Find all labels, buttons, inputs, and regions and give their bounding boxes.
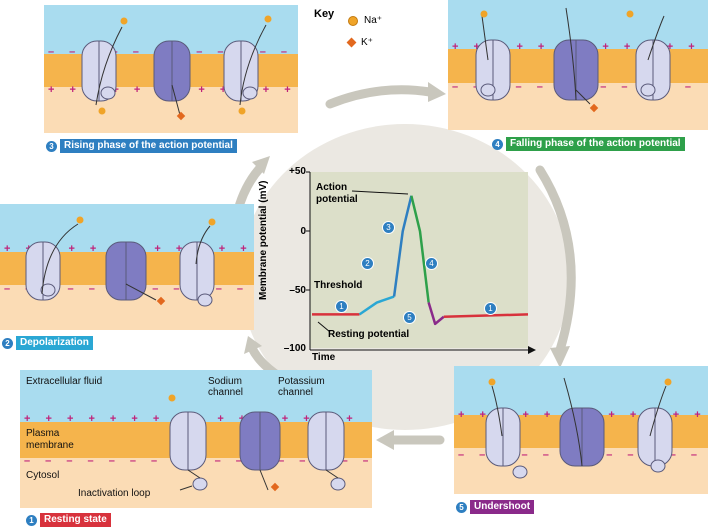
ytick-minus100: –100	[283, 343, 306, 354]
arrowhead-1-to-2	[244, 336, 262, 354]
step-number: 4	[492, 138, 503, 150]
label-cytosol: Cytosol	[26, 470, 60, 481]
caption-falling-phase: 4 Falling phase of the action potential	[492, 137, 685, 151]
caption-text: Undershoot	[470, 500, 535, 514]
panel-resting-state: + + + + + + + + + + + + + + + + + + – – …	[20, 370, 372, 508]
phase-marker-3: 3	[382, 221, 395, 234]
caption-undershoot: 5 Undershoot	[456, 500, 535, 514]
label-sodium-channel: channel	[208, 387, 244, 398]
label-membrane: membrane	[26, 440, 74, 451]
phase-marker-1: 1	[335, 300, 348, 313]
step-number: 1	[26, 514, 37, 526]
label-potassium-channel: channel	[278, 387, 314, 398]
panel-falling-phase: + + + + + + + + + + + + + + + + + + – – …	[448, 0, 708, 130]
caption-text: Resting state	[40, 513, 111, 527]
key-na: Na⁺	[348, 15, 382, 26]
key-title: Key	[314, 8, 335, 20]
ytick-0: 0	[300, 226, 306, 237]
label-extracellular-fluid: Extracellular fluid	[26, 376, 103, 387]
key-k: K⁺	[346, 37, 373, 48]
label-sodium: Sodium	[208, 376, 242, 387]
panel-rising-phase: – – – – – – – – – – – – – – – – – – + + …	[44, 5, 298, 133]
annotation-action: Action	[316, 182, 348, 193]
arrowhead-4-to-5	[550, 346, 570, 368]
panel-undershoot: + + + + + + + + + + + + + + + + + + – – …	[454, 366, 708, 494]
y-axis-label: Membrane potential (mV)	[258, 180, 269, 300]
x-axis-label: Time	[312, 352, 336, 363]
phase-marker-5: 5	[403, 311, 416, 324]
caption-resting-state: 1 Resting state	[26, 513, 111, 527]
arrowhead-3-to-4	[428, 82, 446, 102]
annotation-resting-potential: Resting potential	[328, 329, 410, 340]
arrowhead-2-to-3	[252, 156, 270, 174]
potassium-ion-icon	[346, 37, 357, 48]
phase-marker-4: 4	[425, 257, 438, 270]
ytick-plus50: +50	[289, 166, 306, 177]
key-na-label: Na⁺	[364, 15, 383, 26]
step-number: 2	[2, 337, 13, 349]
step-number: 3	[46, 140, 57, 152]
arrowhead-5-to-1	[376, 430, 394, 450]
step-number: 5	[456, 501, 467, 513]
caption-text: Falling phase of the action potential	[506, 137, 685, 151]
label-inactivation-loop: Inactivation loop	[78, 488, 151, 499]
sodium-ion-icon	[348, 15, 358, 26]
caption-text: Rising phase of the action potential	[60, 139, 237, 153]
label-plasma: Plasma	[26, 428, 60, 439]
caption-text: Depolarization	[16, 336, 93, 350]
phase-marker-1b: 1	[484, 302, 497, 315]
panel-depolarization: + + + + + + + + + + + + + + + + + + – – …	[0, 204, 254, 330]
label-potassium: Potassium	[278, 376, 325, 387]
arrow-4-to-5	[535, 165, 576, 355]
annotation-threshold: Threshold	[314, 280, 363, 291]
arrow-3-to-4	[325, 85, 435, 109]
phase-marker-2: 2	[361, 257, 374, 270]
caption-depolarization: 2 Depolarization	[2, 336, 93, 350]
key-k-label: K⁺	[361, 37, 373, 48]
annotation-potential: potential	[316, 194, 358, 205]
caption-rising-phase: 3 Rising phase of the action potential	[46, 139, 237, 153]
ytick-minus50: –50	[289, 285, 306, 296]
